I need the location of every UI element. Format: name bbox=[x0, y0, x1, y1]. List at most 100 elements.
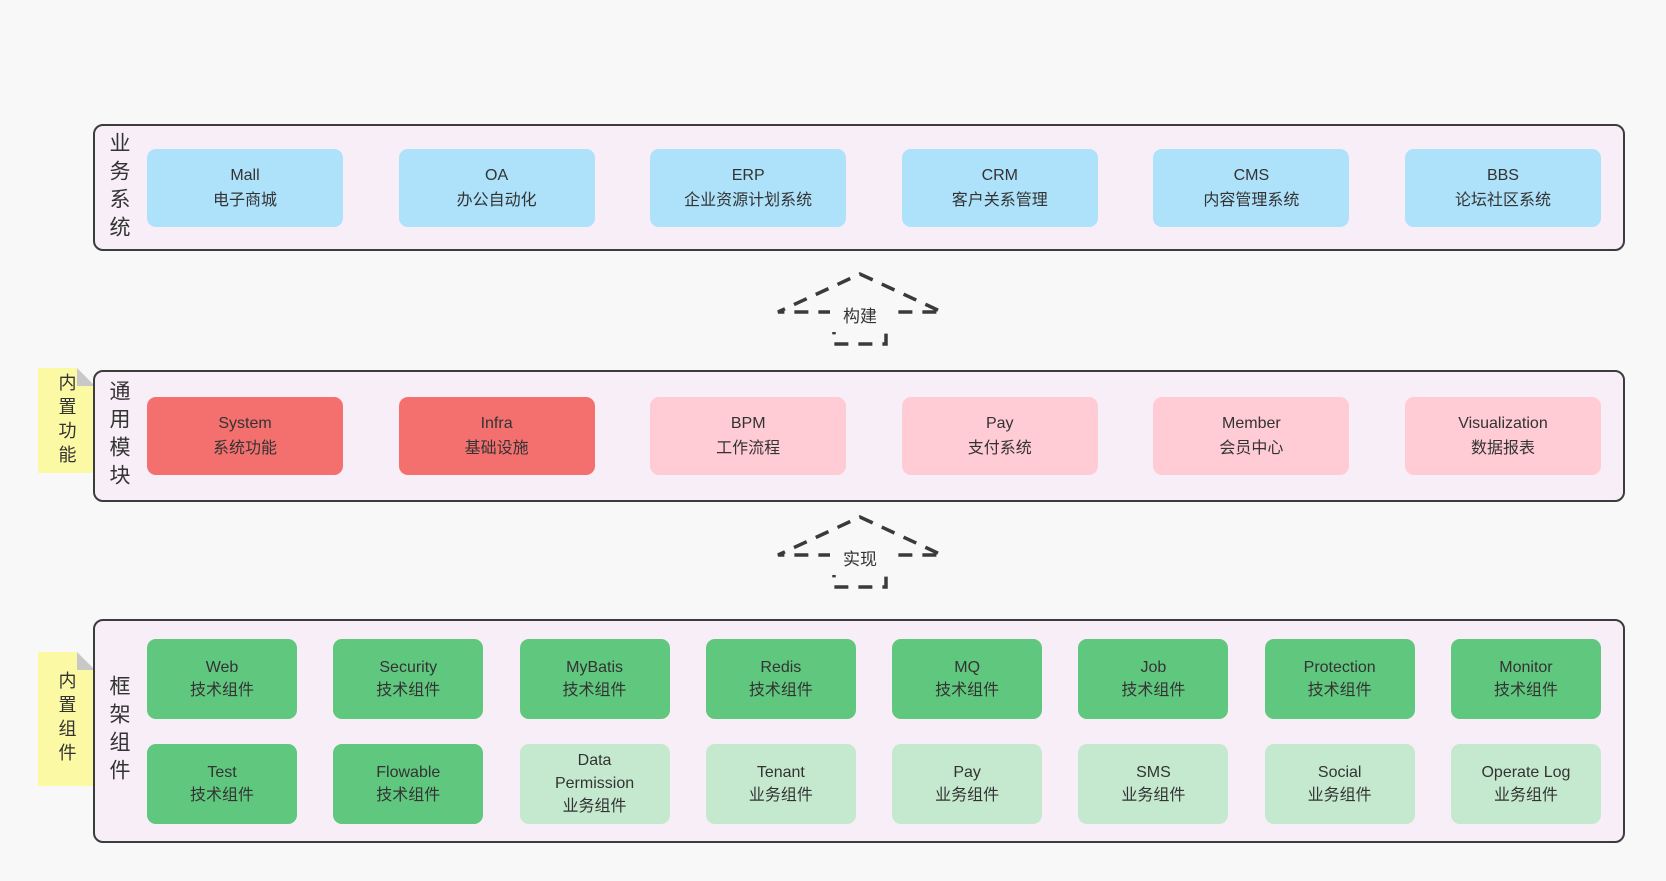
sticky-note-built-in-features: 内置功能 bbox=[38, 368, 95, 473]
box-infra: Infra 基础设施 bbox=[398, 397, 595, 475]
box-desc: 会员中心 bbox=[1219, 440, 1284, 457]
box-name: Mall bbox=[230, 166, 260, 184]
box-desc: 技术组件 bbox=[748, 681, 813, 699]
box-name: Visualization bbox=[1458, 415, 1548, 432]
box-desc: 业务组件 bbox=[935, 786, 1000, 804]
box-name: System bbox=[218, 415, 272, 432]
box-desc: 内容管理系统 bbox=[1203, 191, 1300, 209]
box-name: Protection bbox=[1303, 658, 1376, 676]
box-desc: 系统功能 bbox=[212, 440, 277, 457]
folded-corner-icon bbox=[77, 652, 95, 670]
box-desc: 业务组件 bbox=[1121, 786, 1186, 804]
box-desc: 支付系统 bbox=[967, 440, 1032, 457]
arrow-label: 构建 bbox=[843, 307, 877, 326]
box-sms: SMS 业务组件 bbox=[1078, 743, 1229, 824]
box-cms: CMS 内容管理系统 bbox=[1153, 148, 1350, 227]
box-visualization: Visualization 数据报表 bbox=[1404, 397, 1601, 475]
folded-corner-icon bbox=[77, 368, 95, 386]
box-desc: 技术组件 bbox=[1493, 681, 1558, 699]
box-desc: 技术组件 bbox=[1121, 681, 1186, 699]
box-desc: 业务组件 bbox=[562, 798, 627, 815]
box-name: CMS bbox=[1233, 166, 1270, 184]
box-mq: MQ 技术组件 bbox=[892, 638, 1043, 719]
layer-content: System 系统功能 Infra 基础设施 BPM 工作流程 Pay 支付系统… bbox=[141, 372, 1623, 500]
box-bpm: BPM 工作流程 bbox=[650, 397, 847, 475]
box-tenant: Tenant 业务组件 bbox=[705, 743, 856, 824]
box-desc: 技术组件 bbox=[189, 786, 254, 804]
box-desc: 技术组件 bbox=[562, 681, 627, 699]
box-name: BPM bbox=[730, 415, 766, 432]
box-data-permission: Data Permission 业务组件 bbox=[519, 743, 670, 824]
box-name: Tenant bbox=[756, 763, 805, 781]
box-name: BBS bbox=[1486, 166, 1519, 184]
box-name: Web bbox=[205, 658, 239, 676]
box-name: Security bbox=[379, 658, 438, 676]
build-arrow-icon: 构建 bbox=[777, 272, 943, 346]
box-name: CRM bbox=[981, 166, 1018, 184]
box-operate-log: Operate Log 业务组件 bbox=[1450, 743, 1601, 824]
box-test: Test 技术组件 bbox=[147, 743, 297, 824]
box-desc: 业务组件 bbox=[1493, 786, 1558, 804]
box-desc: 企业资源计划系统 bbox=[684, 191, 813, 209]
layer-label: 业务系统 bbox=[107, 131, 130, 244]
box-name: Pay bbox=[985, 415, 1014, 432]
layer-business-systems: 业务系统 Mall 电子商城 OA 办公自动化 ERP 企业资源计划系统 CRM… bbox=[93, 124, 1625, 251]
box-name: Test bbox=[207, 763, 237, 781]
box-social: Social 业务组件 bbox=[1264, 743, 1415, 824]
box-member: Member 会员中心 bbox=[1153, 397, 1350, 475]
box-erp: ERP 企业资源计划系统 bbox=[650, 148, 847, 227]
box-name: Monitor bbox=[1499, 658, 1553, 676]
box-desc: 技术组件 bbox=[189, 681, 254, 699]
layer-framework-components: 框架组件 Web 技术组件 Security 技术组件 MyBatis 技术组件… bbox=[93, 619, 1625, 843]
box-name: OA bbox=[485, 166, 509, 184]
box-desc: 技术组件 bbox=[376, 786, 441, 804]
box-mybatis: MyBatis 技术组件 bbox=[519, 638, 670, 719]
box-desc: 技术组件 bbox=[376, 681, 441, 699]
layer-common-modules: 通用模块 System 系统功能 Infra 基础设施 BPM 工作流程 Pay… bbox=[93, 370, 1625, 502]
box-desc: 客户关系管理 bbox=[951, 191, 1048, 209]
box-crm: CRM 客户关系管理 bbox=[901, 148, 1098, 227]
box-web: Web 技术组件 bbox=[147, 638, 297, 719]
box-desc: 论坛社区系统 bbox=[1454, 191, 1551, 209]
implement-arrow-icon: 实现 bbox=[777, 515, 943, 589]
sticky-note-label: 内置组件 bbox=[56, 671, 77, 767]
box-desc: 办公自动化 bbox=[456, 191, 537, 209]
arrow-label: 实现 bbox=[843, 550, 877, 569]
box-flowable: Flowable 技术组件 bbox=[333, 743, 484, 824]
box-redis: Redis 技术组件 bbox=[705, 638, 856, 719]
box-name: Flowable bbox=[376, 763, 441, 781]
box-name: Operate Log bbox=[1481, 763, 1571, 781]
component-row-1: Web 技术组件 Security 技术组件 MyBatis 技术组件 Redi… bbox=[147, 638, 1601, 719]
box-name: SMS bbox=[1136, 763, 1171, 781]
box-desc: 技术组件 bbox=[935, 681, 1000, 699]
layer-label: 框架组件 bbox=[107, 675, 130, 787]
box-name: Member bbox=[1222, 415, 1281, 432]
box-security: Security 技术组件 bbox=[333, 638, 484, 719]
box-job: Job 技术组件 bbox=[1078, 638, 1229, 719]
box-name: MQ bbox=[954, 658, 981, 676]
box-pay-component: Pay 业务组件 bbox=[892, 743, 1043, 824]
box-system: System 系统功能 bbox=[147, 397, 343, 475]
box-oa: OA 办公自动化 bbox=[398, 148, 595, 227]
sticky-note-label: 内置功能 bbox=[56, 372, 77, 469]
box-desc: 数据报表 bbox=[1470, 440, 1535, 457]
box-bbs: BBS 论坛社区系统 bbox=[1404, 148, 1601, 227]
box-desc: 基础设施 bbox=[464, 440, 529, 457]
layer-content: Web 技术组件 Security 技术组件 MyBatis 技术组件 Redi… bbox=[141, 621, 1623, 841]
component-row-2: Test 技术组件 Flowable 技术组件 Data Permission … bbox=[147, 743, 1601, 824]
box-pay-module: Pay 支付系统 bbox=[901, 397, 1098, 475]
box-desc: 电子商城 bbox=[212, 191, 277, 209]
box-name: Redis bbox=[760, 658, 802, 676]
box-mall: Mall 电子商城 bbox=[147, 148, 343, 227]
box-monitor: Monitor 技术组件 bbox=[1450, 638, 1601, 719]
box-desc: 业务组件 bbox=[1307, 786, 1372, 804]
box-name: Social bbox=[1317, 763, 1362, 781]
box-name: Infra bbox=[480, 415, 513, 432]
box-name: Job bbox=[1140, 658, 1167, 676]
box-name: Pay bbox=[953, 763, 981, 781]
box-name: ERP bbox=[731, 166, 765, 184]
sticky-note-built-in-components: 内置组件 bbox=[38, 652, 95, 786]
box-protection: Protection 技术组件 bbox=[1264, 638, 1415, 719]
layer-label: 通用模块 bbox=[107, 380, 130, 492]
layer-content: Mall 电子商城 OA 办公自动化 ERP 企业资源计划系统 CRM 客户关系… bbox=[141, 126, 1623, 249]
